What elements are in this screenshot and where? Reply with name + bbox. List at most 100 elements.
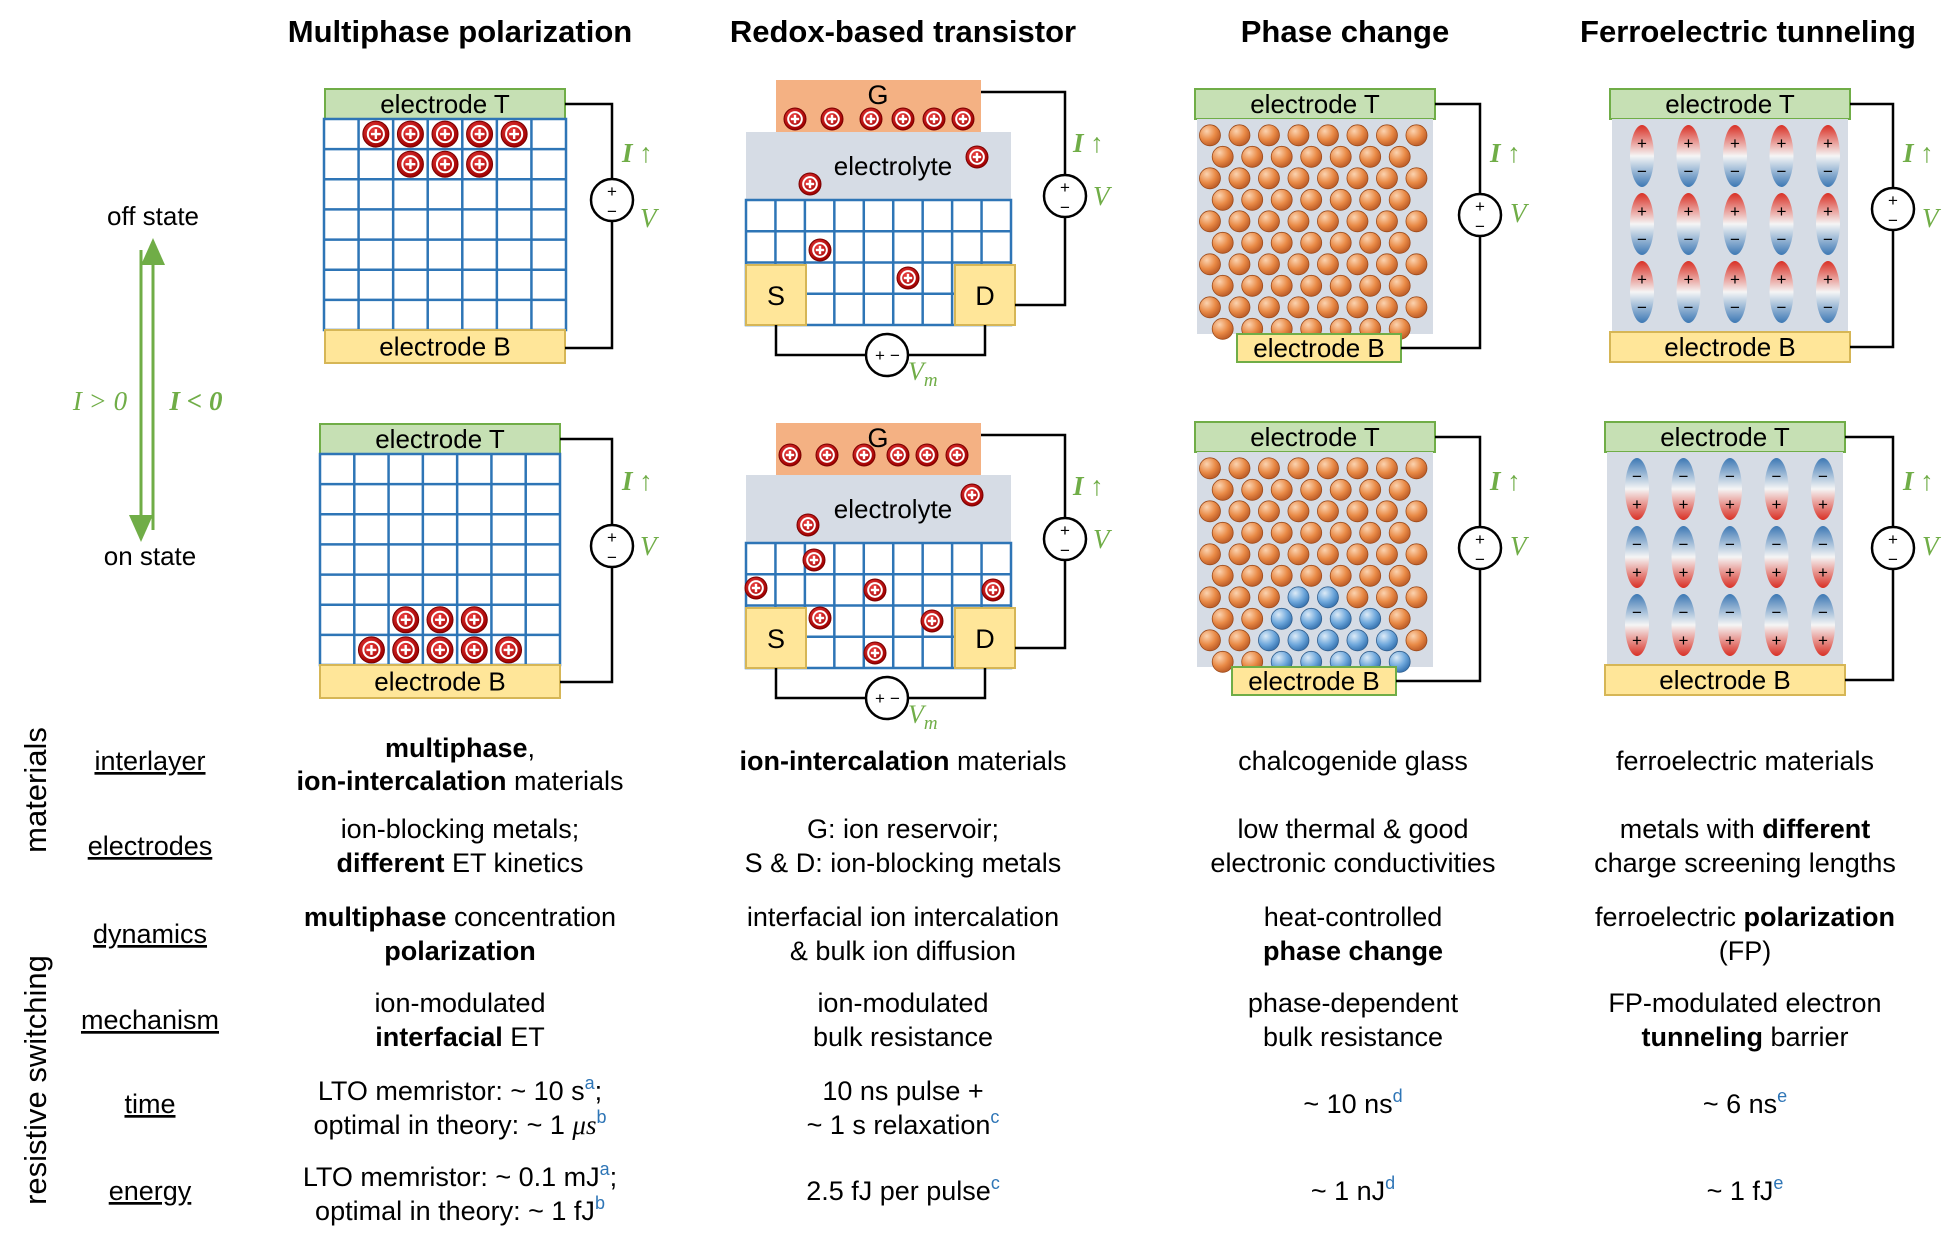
- dipole-minus: −: [1725, 603, 1735, 622]
- drain-label: D: [975, 624, 995, 654]
- crystalline-atom: [1376, 253, 1398, 276]
- electrolyte-off: [746, 132, 1011, 200]
- dipole-plus: +: [1725, 495, 1735, 514]
- crystalline-atom: [1258, 296, 1280, 319]
- dipole: +−: [1769, 125, 1794, 187]
- crystalline-atom: [1329, 478, 1352, 501]
- crystalline-atom: [1270, 231, 1293, 254]
- off-state-label: off state: [107, 201, 199, 231]
- dipole-plus: +: [1823, 134, 1833, 153]
- vm-main: V: [908, 700, 927, 729]
- crystalline-atom: [1228, 124, 1251, 147]
- dipole-plus: +: [1725, 631, 1735, 650]
- drain-on: [954, 607, 1016, 669]
- voltage-source-minus: −: [607, 548, 617, 567]
- dipole-minus: −: [1818, 467, 1828, 486]
- crystalline-atom: [1317, 124, 1339, 147]
- cell-text: ~ 1 nJ: [1311, 1176, 1385, 1206]
- cell-text: & bulk ion diffusion: [790, 936, 1016, 966]
- dipole: −+: [1811, 594, 1835, 656]
- current-label: I ↑: [1072, 128, 1104, 158]
- crystalline-atom: [1199, 124, 1221, 147]
- crystalline-atom: [1287, 124, 1310, 147]
- crystalline-atom: [1405, 210, 1428, 233]
- ion-ring: [396, 640, 415, 659]
- table-cell-dynamics-col1: multiphase concentration: [304, 902, 616, 932]
- electrode-b-top-label: electrode B: [379, 332, 511, 362]
- cell-text: ;: [595, 1076, 603, 1106]
- vm-main: V: [908, 357, 927, 386]
- dipole: +−: [1723, 193, 1747, 255]
- dipole-body: [1769, 261, 1794, 323]
- current-label: I ↑: [621, 466, 653, 496]
- crystalline-atom: [1405, 167, 1428, 190]
- voltage-source-circle: [1042, 516, 1088, 562]
- amorphous-atom: [1287, 586, 1310, 609]
- table-cell-dynamics-col4: (FP): [1719, 936, 1771, 966]
- crystalline-atom: [1199, 253, 1221, 276]
- dipole-plus: +: [1632, 495, 1642, 514]
- wire: [981, 433, 1067, 518]
- dipole-minus: −: [1679, 535, 1689, 554]
- dipole-body: [1718, 594, 1742, 656]
- crystalline-atom: [1258, 124, 1280, 147]
- crystalline-atom: [1376, 124, 1398, 147]
- table-cell-electrodes-col3: low thermal & good: [1237, 814, 1468, 844]
- dipole-body: [1676, 193, 1701, 255]
- dipole-minus: −: [1818, 603, 1828, 622]
- table-cell-time-col2: 10 ns pulse +: [822, 1076, 983, 1106]
- header-redox-transistor: Redox-based transistor: [730, 14, 1076, 49]
- wire: [1435, 102, 1482, 195]
- ion: [863, 641, 887, 665]
- dipole-plus: +: [1730, 134, 1740, 153]
- bold-term: ion-intercalation: [739, 746, 949, 776]
- crystalline-atom: [1258, 457, 1280, 480]
- cell-text: materials: [949, 746, 1066, 776]
- bold-term: different: [1762, 814, 1870, 844]
- current-negative-label: I < 0: [169, 386, 223, 416]
- dipole: −+: [1718, 458, 1742, 520]
- crystalline-atom: [1287, 543, 1310, 566]
- ion-ring: [969, 149, 985, 165]
- ion-ring: [802, 176, 818, 192]
- dipole-body: [1764, 594, 1789, 656]
- dipole: +−: [1630, 193, 1654, 255]
- ion: [820, 107, 844, 131]
- footnote-ref: e: [1773, 1173, 1783, 1193]
- dipole: +−: [1630, 125, 1654, 187]
- crystalline-atom: [1359, 145, 1382, 168]
- cell-text: ferroelectric materials: [1616, 746, 1874, 776]
- cell-text: charge screening lengths: [1594, 848, 1896, 878]
- crystalline-atom: [1241, 274, 1264, 297]
- ion-ring: [505, 125, 524, 144]
- ion: [778, 443, 802, 467]
- crystalline-atom: [1359, 521, 1382, 544]
- dipole: −+: [1811, 458, 1835, 520]
- crystalline-atom: [1388, 607, 1411, 630]
- crystalline-atom: [1405, 629, 1428, 652]
- voltage-source-minus: −: [1060, 541, 1070, 560]
- wire: [1845, 570, 1895, 682]
- gate-voltage-source-on: +−: [864, 675, 910, 721]
- cell-text: phase-dependent: [1248, 988, 1459, 1018]
- current-label: I ↑: [621, 138, 653, 168]
- bold-term: tunneling: [1641, 1022, 1762, 1052]
- voltage-source-plus: +: [1888, 530, 1898, 549]
- ion-ring: [465, 640, 484, 659]
- ion: [796, 513, 820, 537]
- table-cell-dynamics-col2: interfacial ion intercalation: [747, 902, 1059, 932]
- crystalline-atom: [1317, 543, 1339, 566]
- voltage-source-plus: +: [607, 528, 617, 547]
- pc-voltage-source-top: +−: [1457, 192, 1503, 238]
- dipole-body: [1630, 125, 1654, 187]
- vm-subscript: m: [924, 713, 938, 734]
- dipole-minus: −: [1632, 467, 1642, 486]
- voltage-source-minus: −: [1060, 198, 1070, 217]
- dipole: +−: [1676, 193, 1701, 255]
- table-cell-electrodes-col4: charge screening lengths: [1594, 848, 1896, 878]
- ion-ring: [430, 610, 450, 629]
- dipole-plus: +: [1818, 495, 1828, 514]
- ion-ring: [366, 125, 385, 144]
